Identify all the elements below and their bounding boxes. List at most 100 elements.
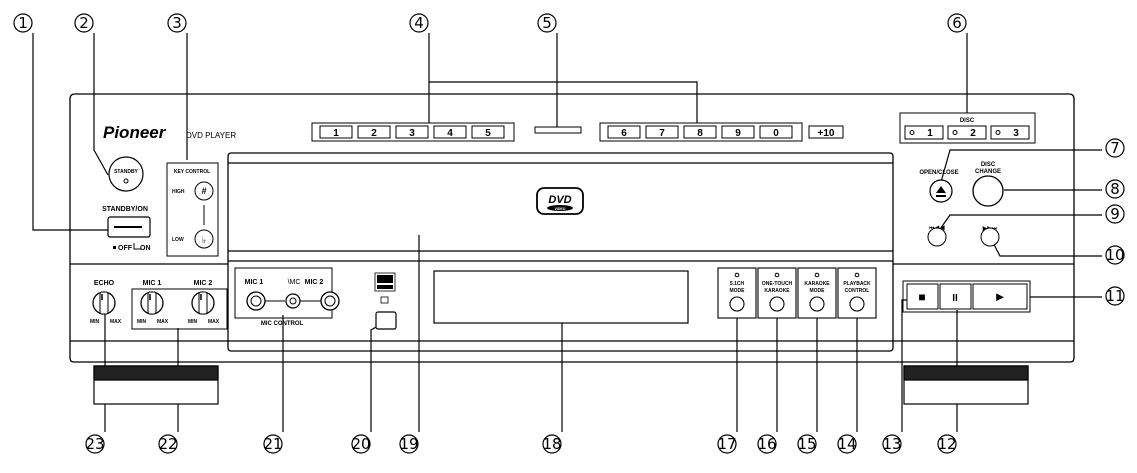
right-controls: OPEN/CLOSE DISC CHANGE ⏮◀◀ ▶▶⏭ [919, 162, 1004, 247]
disc-button-1[interactable]: 1 [904, 125, 944, 140]
dvd-logo-main: DVD [548, 194, 571, 206]
svg-text:8: 8 [1110, 180, 1120, 198]
open-close-label: OPEN/CLOSE [919, 170, 958, 176]
eject-icon [936, 186, 946, 197]
svg-text:5: 5 [485, 128, 491, 139]
karaoke-buttons: 5.1CHMODEONE-TOUCHKARAOKEKARAOKEMODEPLAY… [717, 267, 877, 319]
disc-change-button[interactable] [972, 175, 1004, 207]
svg-text:4: 4 [414, 14, 424, 32]
transport: ■ II ► [902, 280, 1031, 313]
mic2-volume-label: MIC 2 [194, 280, 213, 287]
leader-lines [32, 33, 1102, 432]
svg-text:PLAYBACK: PLAYBACK [843, 281, 871, 287]
callout-10: 10 [1105, 245, 1125, 265]
mic2-jack-label: MIC 2 [305, 279, 324, 286]
svg-text:4: 4 [447, 128, 453, 139]
callout-1: 1 [13, 13, 33, 33]
standby-on-label: STANDBY/ON [102, 206, 148, 213]
callout-15: 15 [797, 434, 817, 454]
play-button[interactable] [972, 283, 1028, 310]
chassis [69, 93, 1075, 363]
svg-text:13: 13 [882, 435, 901, 453]
on-label: ON [140, 245, 151, 252]
mic-control-title: MIC CONTROL [261, 321, 304, 327]
standby-led [123, 178, 129, 184]
svg-text:15: 15 [797, 435, 816, 453]
track-button-5[interactable]: 5 [471, 125, 505, 139]
callout-16: 16 [757, 434, 777, 454]
display-window [433, 270, 689, 324]
callout-17: 17 [717, 434, 737, 454]
off-indicator [113, 246, 116, 249]
track-button-6[interactable]: 6 [607, 125, 641, 139]
svg-text:19: 19 [399, 435, 418, 453]
svg-text:12: 12 [937, 435, 956, 453]
mic1-min: MIN [137, 319, 147, 325]
track-button-2[interactable]: 2 [357, 125, 391, 139]
track-button-1[interactable]: 1 [319, 125, 353, 139]
key-high-button[interactable] [194, 181, 214, 201]
feet [93, 365, 1029, 405]
next-button[interactable] [980, 227, 1000, 247]
key-low-label: LOW [172, 237, 184, 243]
track-button-3[interactable]: 3 [395, 125, 429, 139]
echo-max: MAX [110, 319, 122, 325]
svg-text:2: 2 [371, 128, 377, 139]
mic1-volume-knob[interactable] [140, 291, 164, 315]
stop-button[interactable] [906, 283, 939, 310]
svg-text:ONE-TOUCH: ONE-TOUCH [762, 281, 793, 287]
svg-text:7: 7 [659, 128, 665, 139]
mic2-min: MIN [188, 319, 198, 325]
small-indicator [380, 296, 389, 304]
track-button-0[interactable]: 0 [759, 125, 793, 139]
echo-knob[interactable] [92, 291, 116, 315]
svg-text:21: 21 [263, 435, 282, 453]
flat-icon: ♭ [202, 235, 206, 245]
callout-5: 5 [537, 13, 557, 33]
callout-13: 13 [882, 434, 902, 454]
track-button-7[interactable]: 7 [645, 125, 679, 139]
dvd-logo-sub: VIDEO [555, 207, 566, 211]
sharp-icon: # [201, 186, 206, 196]
svg-text:10: 10 [1105, 246, 1124, 264]
prev-button[interactable] [927, 227, 947, 247]
disc-button-3[interactable]: 3 [990, 125, 1030, 140]
track-button-9[interactable]: 9 [721, 125, 755, 139]
callout-14: 14 [837, 434, 857, 454]
disc-change-label-1: DISC [981, 162, 996, 168]
svg-text:17: 17 [717, 435, 736, 453]
mic1-max: MAX [157, 319, 169, 325]
mic2-volume-knob[interactable] [191, 291, 215, 315]
pause-button[interactable] [939, 283, 972, 310]
svg-text:2: 2 [970, 128, 976, 139]
standby-button[interactable] [108, 156, 144, 192]
disc-button-2[interactable]: 2 [947, 125, 987, 140]
svg-text:23: 23 [85, 435, 104, 453]
mic2-max: MAX [208, 319, 220, 325]
callout-19: 19 [399, 434, 419, 454]
svg-text:1: 1 [927, 128, 933, 139]
model-label: DVD PLAYER [186, 131, 236, 140]
sensor-button[interactable] [375, 311, 397, 330]
svg-text:18: 18 [542, 435, 561, 453]
callout-18: 18 [542, 434, 562, 454]
track-button-+10[interactable]: +10 [808, 125, 844, 139]
svg-text:MODE: MODE [810, 288, 826, 294]
svg-text:6: 6 [621, 128, 627, 139]
callout-12: 12 [937, 434, 957, 454]
track-button-4[interactable]: 4 [433, 125, 467, 139]
callout-11: 11 [1105, 286, 1125, 306]
svg-text:KARAOKE: KARAOKE [804, 281, 830, 287]
track-button-8[interactable]: 8 [683, 125, 717, 139]
callout-23: 23 [85, 434, 105, 454]
svg-text:3: 3 [172, 14, 182, 32]
key-low-button[interactable] [194, 229, 214, 249]
key-control: KEY CONTROL HIGH # LOW ♭ [166, 162, 219, 257]
